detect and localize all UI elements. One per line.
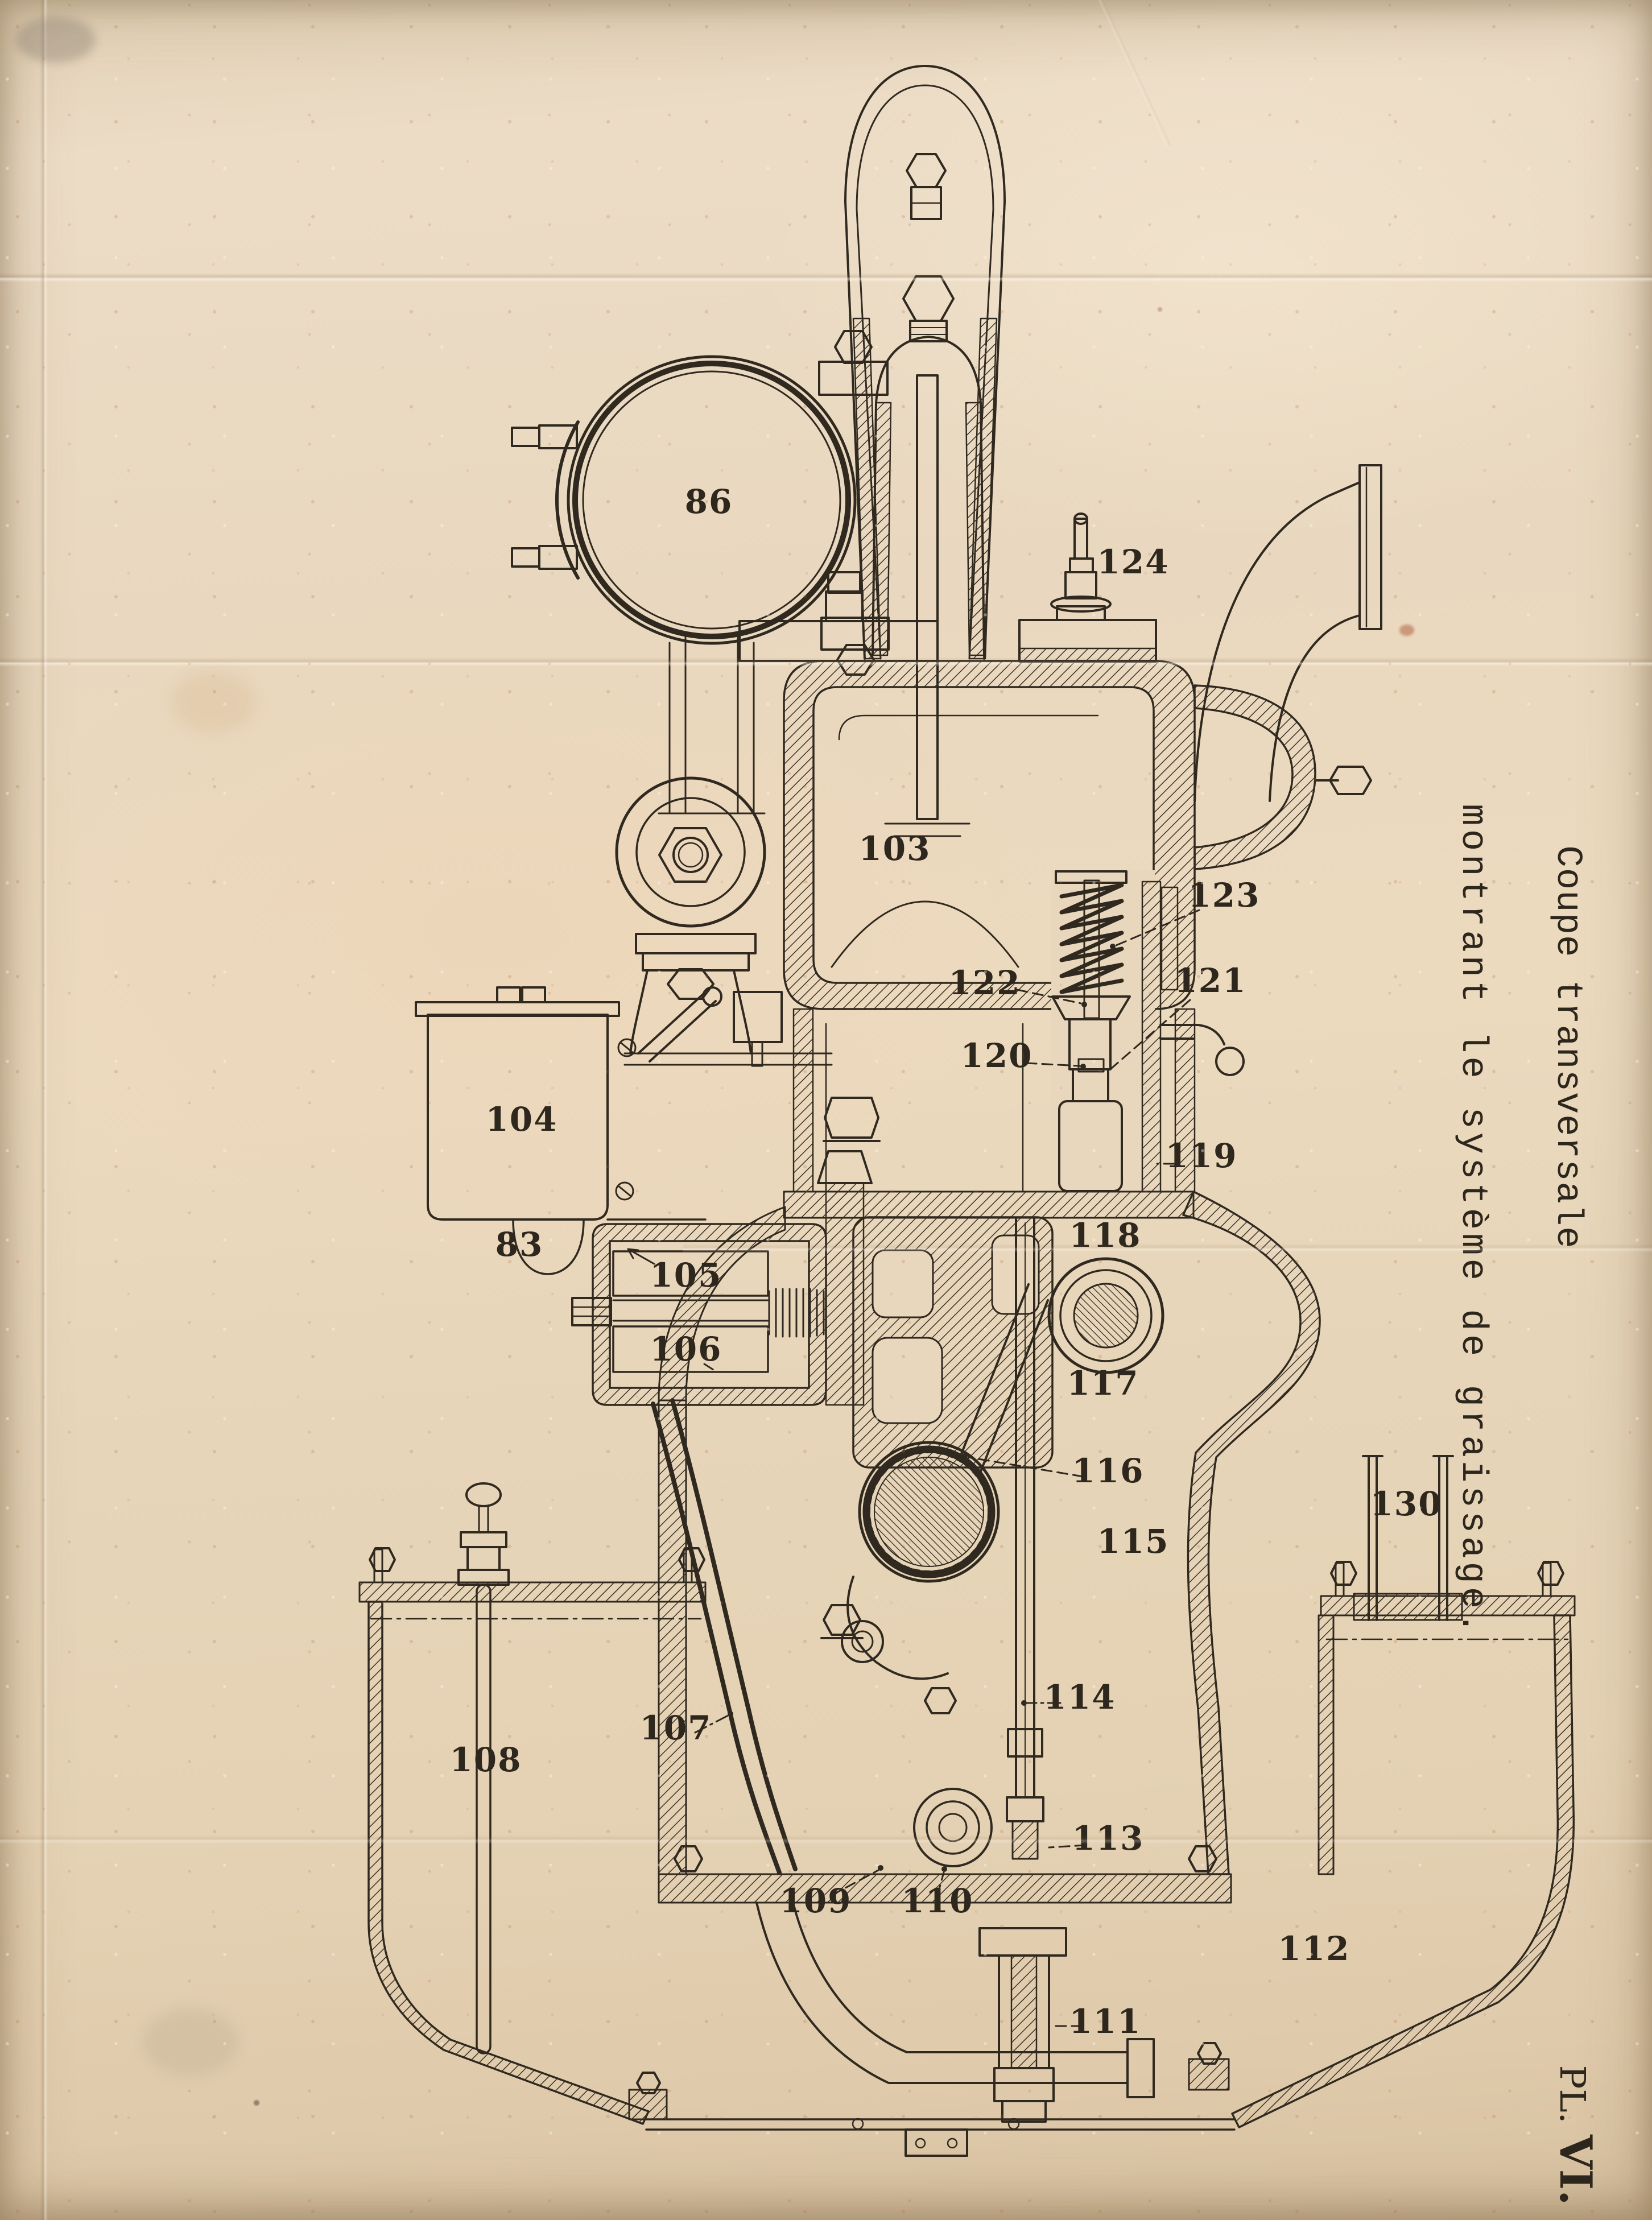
exhaust-elbow	[1193, 464, 1382, 802]
part-label-123: 123	[1188, 876, 1260, 915]
part-label-105: 105	[650, 1256, 722, 1295]
part-label-115: 115	[1097, 1522, 1169, 1561]
part-label-113: 113	[1072, 1819, 1144, 1858]
oil-tank-104	[415, 986, 707, 1275]
filler-pipe-130	[1353, 1455, 1463, 1621]
rocker-post	[615, 776, 833, 1201]
part-label-118: 118	[1069, 1216, 1141, 1255]
part-label-124: 124	[1097, 543, 1169, 581]
intake-tower	[844, 65, 1006, 837]
plate-prefix: PL.	[1552, 2065, 1593, 2124]
part-label-130: 130	[1370, 1485, 1442, 1523]
part-label-106: 106	[650, 1330, 722, 1369]
part-label-111: 111	[1069, 2002, 1141, 2041]
caption-line-2: montrant le système de graissage.	[1452, 804, 1493, 1638]
part-label-107: 107	[639, 1709, 712, 1747]
plate-numeral: VI.	[1550, 2135, 1601, 2206]
leader-lines	[694, 909, 1200, 2027]
part-label-110: 110	[901, 1882, 973, 1920]
caption-line-1: Coupe transversale	[1547, 845, 1588, 1249]
part-label-114: 114	[1043, 1678, 1116, 1717]
crankshaft-journal	[858, 1441, 1000, 1583]
part-label-117: 117	[1067, 1364, 1139, 1403]
part-label-116: 116	[1072, 1452, 1144, 1490]
part-label-108: 108	[449, 1741, 522, 1779]
part-label-86: 86	[685, 482, 733, 521]
rocker-shaft-bearing	[1047, 1257, 1164, 1374]
dipstick	[457, 1482, 510, 2054]
part-label-119: 119	[1165, 1136, 1237, 1175]
part-labels: 86 124 103 123 122 121 120 119 104 83 10…	[449, 482, 1442, 2041]
part-label-122: 122	[948, 964, 1021, 1002]
oil-strainer-110	[913, 1788, 993, 1867]
crankcase	[628, 1190, 1321, 2157]
part-label-109: 109	[779, 1882, 852, 1920]
drain-plug-111	[978, 1927, 1067, 2123]
part-label-103: 103	[858, 829, 931, 868]
part-label-120: 120	[960, 1036, 1032, 1075]
part-label-104: 104	[485, 1100, 557, 1139]
part-label-112: 112	[1278, 1929, 1350, 1968]
part-label-121: 121	[1174, 961, 1246, 1000]
left-reservoir	[358, 1482, 707, 2125]
right-reservoir	[1231, 1455, 1576, 2128]
priming-cup-124	[1050, 512, 1112, 621]
plate-number: PL. VI.	[1550, 2061, 1601, 2209]
part-label-83: 83	[495, 1225, 544, 1264]
valve-spring-assembly	[1051, 870, 1245, 1193]
